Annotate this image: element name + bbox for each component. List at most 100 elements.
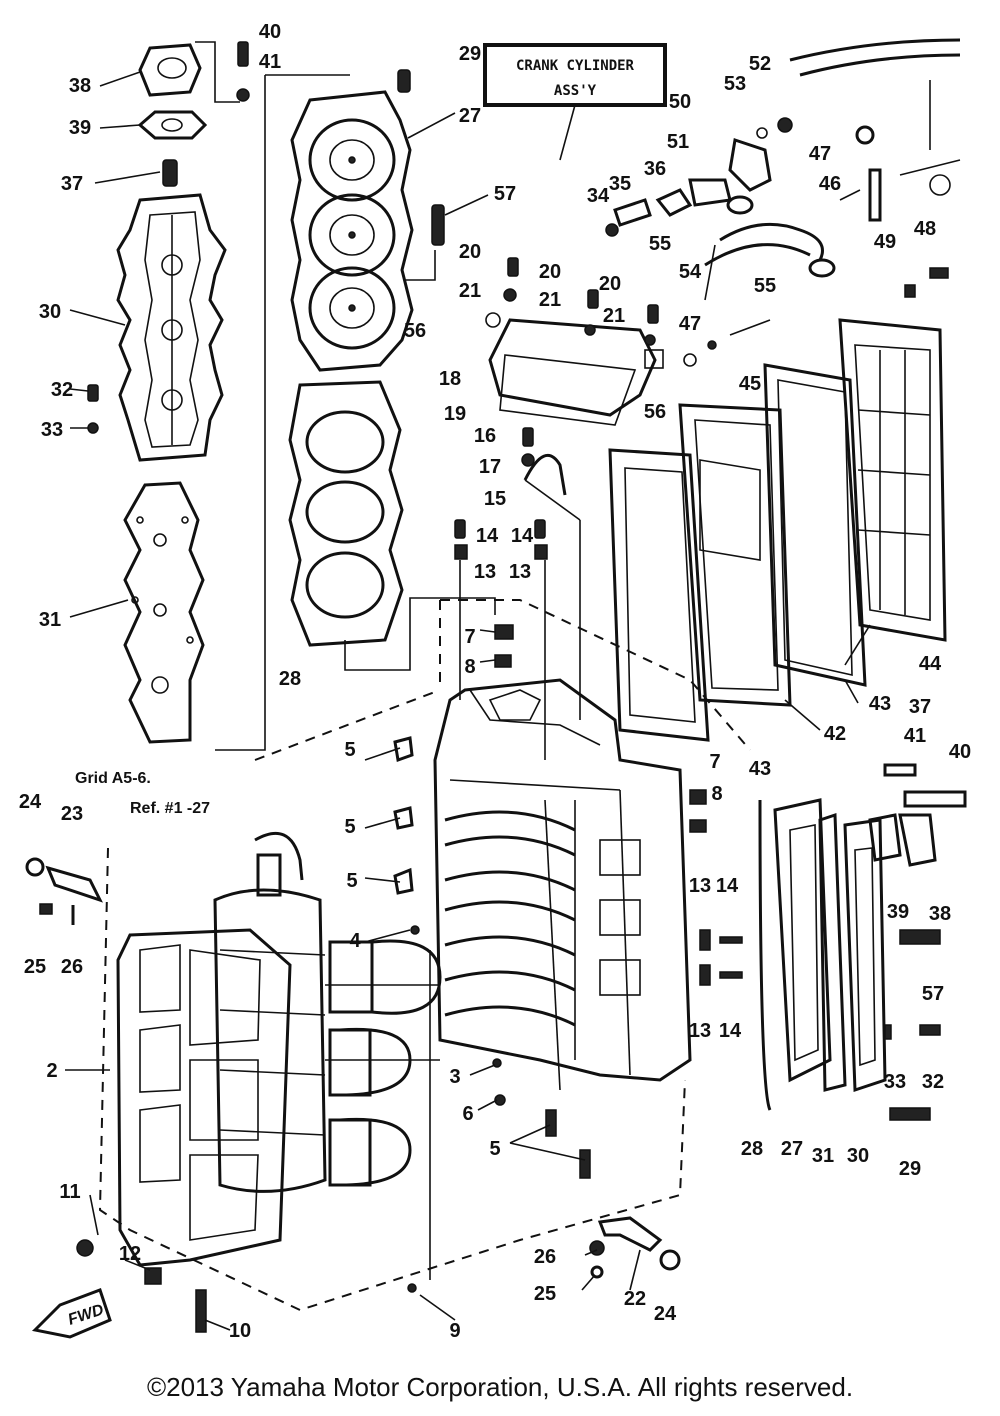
- head-cover-exploded: [87, 41, 350, 751]
- callout-41: 41: [904, 725, 926, 747]
- callout-46: 46: [819, 173, 841, 195]
- callout-44: 44: [919, 653, 942, 675]
- callout-54: 54: [679, 261, 702, 283]
- crankcase-half: [116, 928, 292, 1267]
- callout-31: 31: [812, 1145, 834, 1167]
- callout-9: 9: [449, 1320, 460, 1342]
- callout-38: 38: [69, 75, 91, 97]
- crankshaft-assembly: [213, 831, 442, 1280]
- callout-8: 8: [464, 656, 475, 678]
- title-line-1: CRANK CYLINDER: [516, 58, 635, 74]
- callout-20: 20: [539, 261, 561, 283]
- callout-31: 31: [39, 609, 61, 631]
- copyright-notice: ©2013 Yamaha Motor Corporation, U.S.A. A…: [146, 1372, 854, 1402]
- callout-3: 3: [449, 1066, 460, 1088]
- assembly-reference-frame: [98, 599, 751, 1312]
- callout-20: 20: [459, 241, 481, 263]
- callout-28: 28: [741, 1138, 763, 1160]
- callout-43: 43: [869, 693, 891, 715]
- callout-27: 27: [781, 1138, 803, 1160]
- callout-33: 33: [41, 419, 63, 441]
- callout-39: 39: [887, 901, 909, 923]
- callout-43: 43: [749, 758, 771, 780]
- callout-5: 5: [489, 1138, 500, 1160]
- callout-13: 13: [474, 561, 496, 583]
- callout-47: 47: [809, 143, 831, 165]
- callout-47: 47: [679, 313, 701, 335]
- exhaust-plates: [608, 318, 947, 742]
- callout-13: 13: [689, 875, 711, 897]
- callout-7: 7: [464, 626, 475, 648]
- callout-10: 10: [229, 1320, 251, 1342]
- ref-note: Ref. #1 -27: [130, 800, 210, 817]
- crankcase-block: [433, 479, 692, 1091]
- callout-5: 5: [344, 816, 355, 838]
- callout-29: 29: [899, 1158, 921, 1180]
- callout-55: 55: [754, 275, 776, 297]
- callout-57: 57: [494, 183, 516, 205]
- callout-32: 32: [51, 379, 73, 401]
- callout-49: 49: [874, 231, 896, 253]
- callout-21: 21: [459, 280, 481, 302]
- callout-2: 2: [46, 1060, 57, 1082]
- callout-5: 5: [346, 870, 357, 892]
- callout-26: 26: [534, 1246, 556, 1268]
- callout-11: 11: [59, 1181, 80, 1203]
- callout-6: 6: [462, 1103, 473, 1125]
- callout-39: 39: [69, 117, 91, 139]
- callout-24: 24: [654, 1303, 677, 1325]
- callout-37: 37: [909, 696, 931, 718]
- callout-35: 35: [609, 173, 631, 195]
- callout-34: 34: [587, 185, 610, 207]
- cylinder-head: [290, 90, 414, 372]
- callout-33: 33: [884, 1071, 906, 1093]
- callout-12: 12: [119, 1243, 141, 1265]
- callout-29: 29: [459, 43, 481, 65]
- thermostat-group: [605, 38, 961, 367]
- callout-56: 56: [404, 320, 426, 342]
- right-side-parts: [699, 763, 967, 1121]
- callout-50: 50: [669, 91, 691, 113]
- callout-15: 15: [484, 488, 506, 510]
- callout-48: 48: [914, 218, 936, 240]
- callout-53: 53: [724, 73, 746, 95]
- callout-30: 30: [847, 1145, 869, 1167]
- callout-55: 55: [649, 233, 671, 255]
- assembly-title-box: [483, 43, 667, 161]
- callout-4: 4: [349, 930, 361, 952]
- cover-plate: [485, 257, 664, 426]
- callout-23: 23: [61, 803, 83, 825]
- callout-20: 20: [599, 273, 621, 295]
- title-box-text: CRANK CYLINDER ASS'Y: [516, 58, 635, 99]
- callout-14: 14: [476, 525, 499, 547]
- callout-52: 52: [749, 53, 771, 75]
- callout-42: 42: [824, 723, 846, 745]
- callout-25: 25: [24, 956, 46, 978]
- lower-center-parts: [589, 1216, 681, 1279]
- callout-32: 32: [922, 1071, 944, 1093]
- callout-16: 16: [474, 425, 496, 447]
- callout-28: 28: [279, 668, 301, 690]
- callout-56: 56: [644, 401, 666, 423]
- callout-21: 21: [603, 305, 625, 327]
- callout-37: 37: [61, 173, 83, 195]
- callout-8: 8: [711, 783, 722, 805]
- small-parts-left: [25, 857, 417, 1333]
- callout-45: 45: [739, 373, 761, 395]
- callout-30: 30: [39, 301, 61, 323]
- callout-36: 36: [644, 158, 666, 180]
- grid-note: Grid A5-6.: [75, 770, 151, 787]
- callout-51: 51: [667, 131, 689, 153]
- sensor-part: [431, 204, 445, 246]
- callout-17: 17: [479, 456, 501, 478]
- callout-19: 19: [444, 403, 466, 425]
- callout-14: 14: [716, 875, 739, 897]
- callout-25: 25: [534, 1283, 556, 1305]
- callout-13: 13: [689, 1020, 711, 1042]
- callout-13: 13: [509, 561, 531, 583]
- callout-5: 5: [344, 739, 355, 761]
- callout-14: 14: [511, 525, 534, 547]
- callout-57: 57: [922, 983, 944, 1005]
- callout-22: 22: [624, 1288, 646, 1310]
- callout-18: 18: [439, 368, 461, 390]
